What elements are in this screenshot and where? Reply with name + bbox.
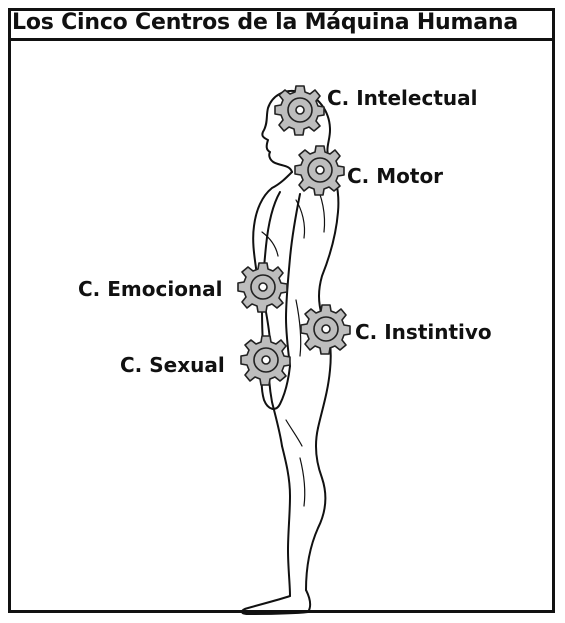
label-centro-sexual: C. Sexual: [120, 353, 225, 377]
label-centro-emocional: C. Emocional: [78, 277, 223, 301]
gear-icon-emocional: [238, 263, 287, 312]
label-centro-intelectual: C. Intelectual: [327, 86, 477, 110]
label-centro-motor: C. Motor: [347, 164, 443, 188]
label-centro-instintivo: C. Instintivo: [355, 320, 492, 344]
gear-icon-motor: [295, 146, 344, 195]
gear-icon-intelectual: [275, 86, 324, 135]
gear-icon-sexual: [241, 336, 290, 385]
gear-icon-instintivo: [301, 305, 350, 354]
